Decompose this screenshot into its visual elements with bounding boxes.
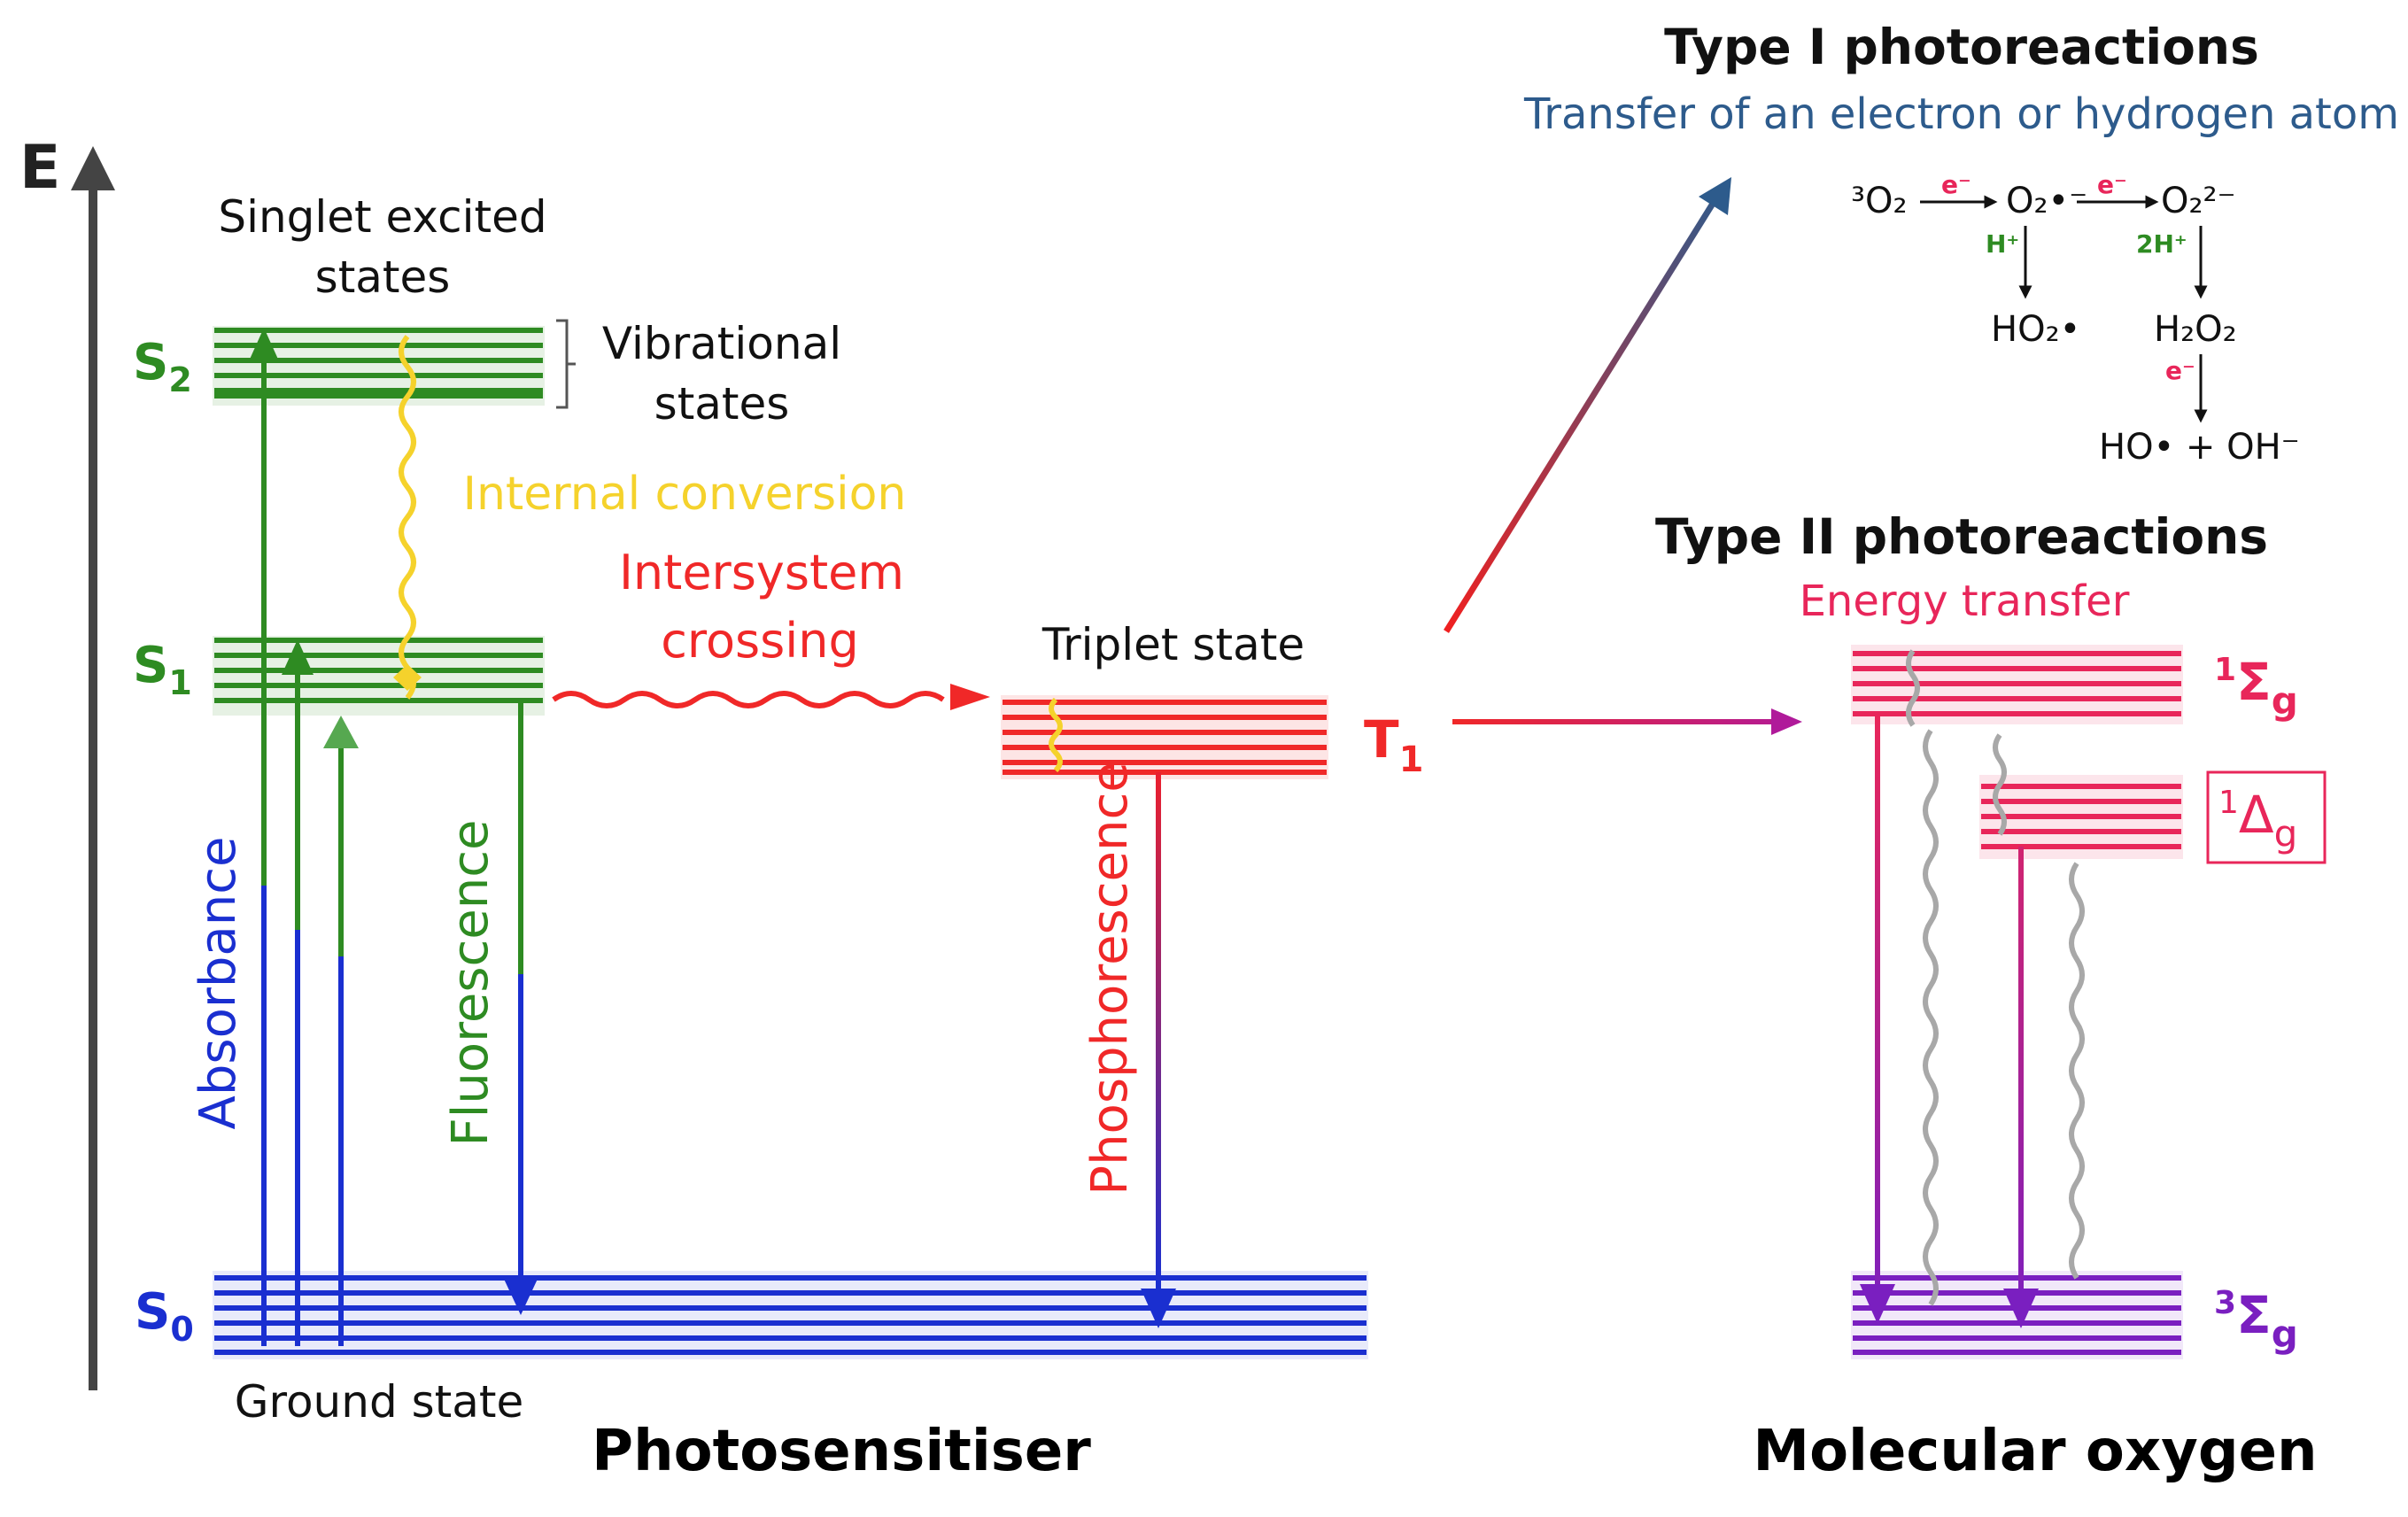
scheme-e2: e⁻ bbox=[2097, 170, 2127, 199]
t1-level: T1 bbox=[1001, 695, 1423, 780]
vibrational-label-line2: states bbox=[654, 378, 790, 430]
o2-delta-highlight-box bbox=[2206, 770, 2327, 864]
photosensitiser-title: Photosensitiser bbox=[592, 1419, 1091, 1484]
molecular-oxygen-title: Molecular oxygen bbox=[1753, 1419, 2317, 1484]
energy-axis-label: E bbox=[19, 133, 60, 203]
t1-relaxation-wave bbox=[1049, 697, 1063, 773]
t1-label: T1 bbox=[1364, 709, 1423, 780]
scheme-h-plus: H⁺ bbox=[1986, 229, 2019, 259]
s0-level: S0 bbox=[135, 1271, 1368, 1359]
scheme-h2o2: H₂O₂ bbox=[2154, 309, 2237, 350]
type1-title: Type I photoreactions bbox=[1664, 19, 2259, 75]
s1-level: S1 bbox=[133, 636, 545, 716]
o2-sigma-triplet-label: 3Σg bbox=[2214, 1285, 2298, 1356]
vibrational-bracket bbox=[556, 319, 576, 409]
absorbance-label: Absorbance bbox=[190, 837, 247, 1130]
s2-level: S2 bbox=[133, 326, 545, 406]
s0-label: S0 bbox=[135, 1283, 194, 1349]
o2-sigma-singlet-label: 1Σg bbox=[2214, 652, 2298, 723]
scheme-two-h-plus: 2H⁺ bbox=[2136, 229, 2187, 259]
scheme-e3: e⁻ bbox=[2165, 356, 2195, 385]
scheme-superoxide: O₂•⁻ bbox=[2006, 181, 2087, 221]
singlet-label-line2: states bbox=[315, 252, 451, 303]
fluorescence-arrow bbox=[503, 702, 538, 1315]
scheme-o2-triplet: ³O₂ bbox=[1851, 181, 1908, 221]
oxygen-nonradiative-waves bbox=[1906, 649, 2085, 1306]
energy-axis: E bbox=[19, 133, 115, 1390]
o2-sigma-triplet-level bbox=[1851, 1271, 2183, 1359]
internal-conversion-wave bbox=[399, 335, 416, 700]
energy-axis-arrowhead-icon bbox=[71, 146, 115, 190]
ground-state-label: Ground state bbox=[235, 1376, 523, 1428]
absorbance-arrows bbox=[248, 328, 359, 1346]
singlet-label-line1: Singlet excited bbox=[218, 191, 546, 243]
scheme-products: HO• + OH⁻ bbox=[2099, 427, 2300, 468]
fluorescence-label: Fluorescence bbox=[442, 820, 499, 1147]
type1-subtitle: Transfer of an electron or hydrogen atom bbox=[1523, 89, 2399, 139]
o2-delta-singlet-label: 1Δg bbox=[2218, 785, 2297, 855]
scheme-e1: e⁻ bbox=[1941, 170, 1971, 199]
triplet-label: Triplet state bbox=[1041, 619, 1305, 670]
scheme-ho2: HO₂• bbox=[1991, 309, 2080, 350]
s1-label: S1 bbox=[133, 637, 192, 702]
type2-subtitle: Energy transfer bbox=[1800, 577, 2130, 626]
type2-title: Type II photoreactions bbox=[1655, 508, 2268, 565]
o2-sigma-singlet-level bbox=[1851, 645, 2183, 724]
scheme-peroxide: O₂²⁻ bbox=[2161, 181, 2236, 221]
internal-conversion-arrowhead-icon bbox=[393, 664, 422, 691]
oxygen-emission-arrows bbox=[1860, 714, 2039, 1328]
type2-arrow bbox=[1452, 708, 1802, 735]
s2-label: S2 bbox=[133, 334, 192, 399]
isc-label-line2: crossing bbox=[661, 613, 859, 669]
phosphorescence-arrow bbox=[1141, 772, 1176, 1328]
phosphorescence-label: Phosphorescence bbox=[1081, 762, 1139, 1195]
internal-conversion-label: Internal conversion bbox=[463, 468, 907, 521]
vibrational-label-line1: Vibrational bbox=[602, 318, 841, 369]
type1-reaction-scheme: ³O₂ e⁻ O₂•⁻ e⁻ O₂²⁻ H⁺ HO₂• 2H⁺ H₂O₂ e⁻ … bbox=[1851, 170, 2300, 468]
type1-arrow bbox=[1444, 177, 1731, 633]
isc-label-line1: Intersystem bbox=[619, 545, 904, 600]
intersystem-crossing-wave bbox=[552, 691, 945, 708]
intersystem-crossing-arrowhead-icon bbox=[950, 684, 990, 710]
o2-delta-singlet-level bbox=[1979, 775, 2183, 859]
